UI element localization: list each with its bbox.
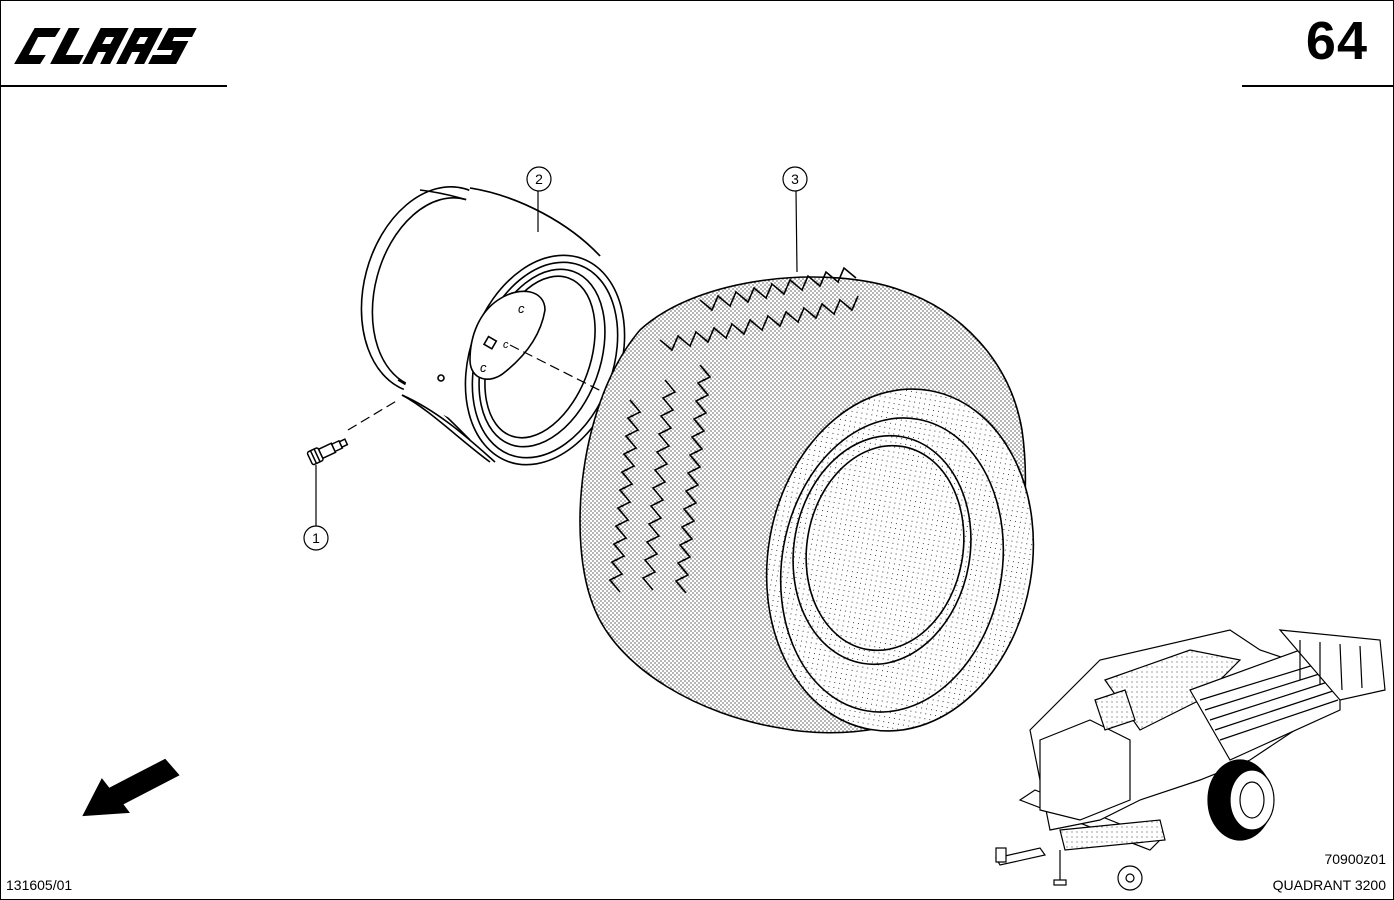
callout-1: 1: [303, 465, 329, 551]
callout-3-label: 3: [791, 171, 799, 187]
header-rule-right: [1242, 85, 1394, 87]
machine-model: QUADRANT 3200: [1272, 877, 1386, 893]
header-rule-left: [0, 85, 227, 87]
svg-text:c: c: [518, 301, 525, 316]
svg-text:c: c: [480, 360, 487, 375]
tyre-icon: [579, 266, 1035, 734]
direction-arrow-icon: [82, 758, 180, 817]
baler-overview-icon: [995, 629, 1386, 891]
callout-2-label: 2: [535, 171, 543, 187]
document-id: 131605/01: [6, 877, 73, 893]
figure-id: 70900z01: [1324, 851, 1386, 867]
callout-1-label: 1: [312, 530, 320, 546]
rim-icon: c c c: [360, 186, 626, 466]
page-number: 64: [1305, 11, 1368, 71]
claas-logo: [0, 0, 230, 86]
svg-text:c: c: [503, 339, 509, 351]
callout-3: 3: [782, 166, 808, 273]
valve-icon: [306, 399, 399, 466]
callout-2: 2: [526, 166, 552, 232]
